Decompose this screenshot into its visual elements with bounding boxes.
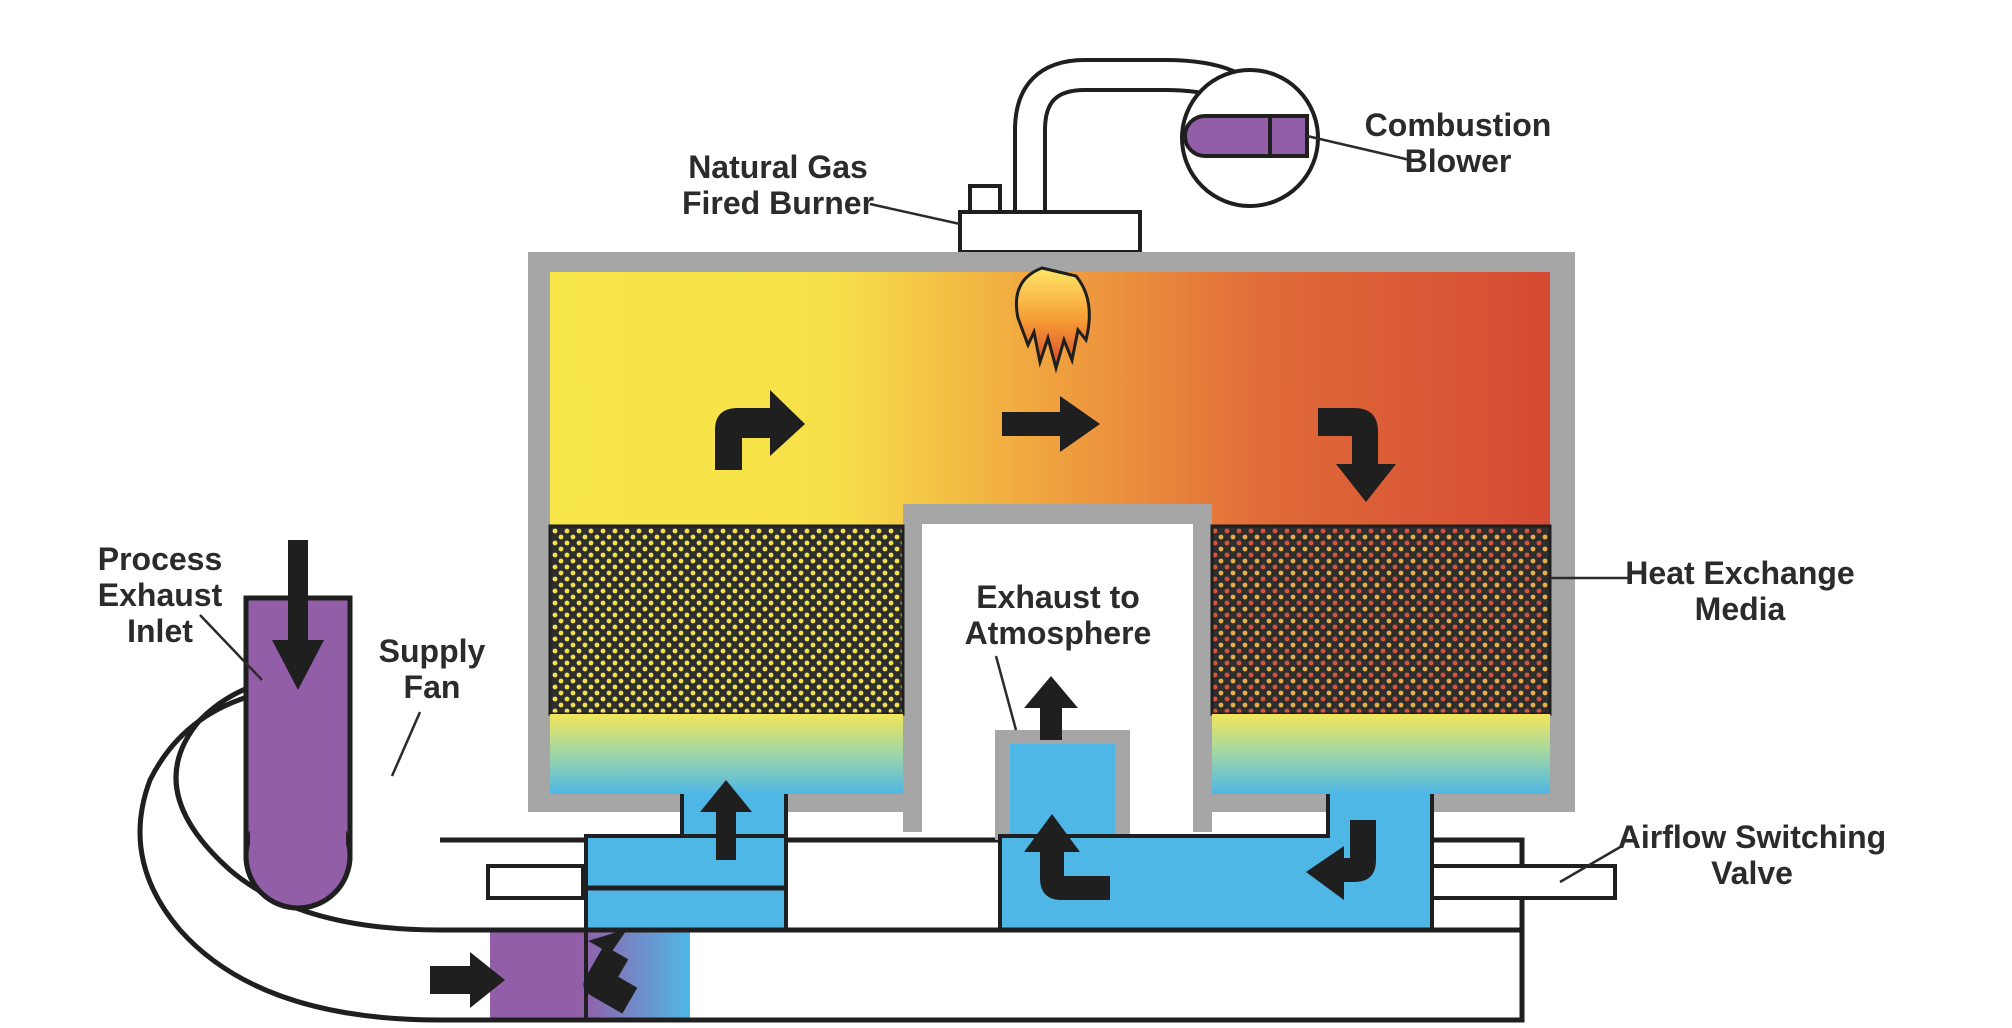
label-supply-fan-line1: Supply <box>379 633 486 669</box>
label-burner-line1: Natural Gas <box>688 149 868 185</box>
label-process-line2: Exhaust <box>98 577 223 613</box>
arrow-turn-left-icon <box>1306 820 1376 900</box>
arrow-right-icon <box>430 952 505 1008</box>
arrow-up-icon <box>700 780 752 860</box>
label-supply-fan-line2: Fan <box>404 669 461 705</box>
arrow-down-icon <box>272 540 324 690</box>
arrow-turn-up-icon <box>1024 814 1110 900</box>
combustion-chamber <box>528 252 1575 832</box>
label-valve-line2: Valve <box>1711 855 1793 891</box>
label-process-line1: Process <box>98 541 223 577</box>
label-media-line1: Heat Exchange <box>1625 555 1854 591</box>
label-heat-exchange-media: Heat Exchange Media <box>1550 555 1855 627</box>
arrow-up-icon <box>1024 676 1078 740</box>
label-combustion-blower: Combustion Blower <box>1306 107 1552 179</box>
heat-exchange-media-left <box>548 524 905 794</box>
combustion-blower <box>1013 58 1320 212</box>
arrow-turn-up-icon <box>583 928 638 1014</box>
label-exhaust-line2: Atmosphere <box>965 615 1152 651</box>
process-exhaust-inlet <box>243 595 353 911</box>
arrow-turn-right-icon <box>715 390 805 470</box>
label-combustion-blower-line1: Combustion <box>1365 107 1552 143</box>
arrow-right-icon <box>1002 396 1100 452</box>
label-valve-line1: Airflow Switching <box>1618 819 1886 855</box>
label-process-exhaust-inlet: Process Exhaust Inlet <box>98 541 263 681</box>
burner <box>958 184 1142 254</box>
arrow-turn-down-icon <box>1318 408 1396 502</box>
flame-icon <box>1014 266 1091 374</box>
label-combustion-blower-line2: Blower <box>1405 143 1512 179</box>
label-burner: Natural Gas Fired Burner <box>682 149 961 226</box>
heat-exchange-media-right <box>1210 524 1552 794</box>
label-airflow-valve: Airflow Switching Valve <box>1559 819 1886 891</box>
label-media-line2: Media <box>1695 591 1786 627</box>
label-exhaust-line1: Exhaust to <box>976 579 1140 615</box>
label-burner-line2: Fired Burner <box>682 185 874 221</box>
label-supply-fan: Supply Fan <box>379 633 486 777</box>
label-process-line3: Inlet <box>127 613 193 649</box>
flow-arrows <box>272 390 1396 1014</box>
label-exhaust: Exhaust to Atmosphere <box>965 579 1152 731</box>
